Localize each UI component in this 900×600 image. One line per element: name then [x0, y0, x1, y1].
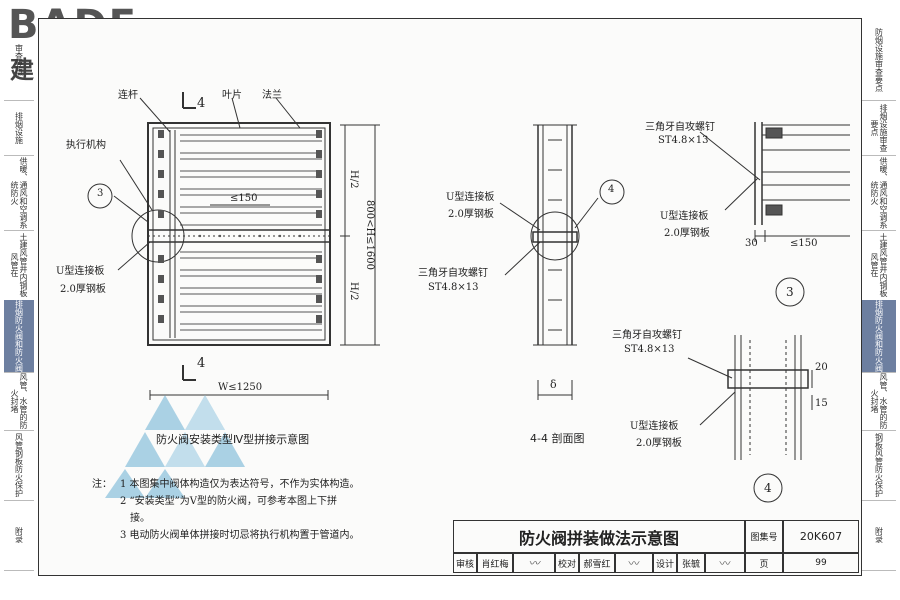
detail3-screw-spec: ST4.8×13: [658, 135, 709, 146]
main-caption: 防火阀安装类型Ⅳ型拼接示意图: [156, 433, 310, 446]
check-label: 校对: [555, 553, 579, 573]
right-tab-2[interactable]: 排烟设施审查要点: [862, 100, 896, 156]
section-mark-bottom: 4: [197, 356, 206, 371]
label-u-plate: U型连接板: [56, 266, 105, 277]
section-mark-top: 4: [197, 96, 206, 111]
left-tab-7[interactable]: 风管钢板防火保护: [4, 430, 34, 501]
detail-ref-3: 3: [97, 188, 104, 199]
reviewer-name: 肖红梅: [477, 553, 513, 573]
left-tab-8[interactable]: 附录: [4, 500, 34, 571]
section-screw-spec: ST4.8×13: [428, 282, 479, 293]
checker-name: 郝雪红: [579, 553, 615, 573]
dim-half-top: H/2: [348, 170, 359, 189]
label-flange: 法兰: [262, 90, 282, 101]
right-tab-6[interactable]: 风管、水管的防火封堵: [862, 372, 896, 431]
detail4-number: 4: [764, 481, 772, 495]
section-screw: 三角牙自攻螺钉: [418, 268, 488, 279]
left-tab-3[interactable]: 供暖、通风和空调系统防火: [4, 155, 34, 231]
note-3: 3 电动防火阀单体拼接时切忌将执行机构置于管道内。: [120, 530, 360, 541]
note-2: 2 “安装类型”为Ⅴ型的防火阀，可参考本图上下拼: [120, 496, 337, 507]
detail3-number: 3: [786, 285, 794, 299]
detail3-dim-30: 30: [745, 238, 758, 249]
section-detail-ref: 4: [608, 184, 615, 195]
detail3-u-plate: U型连接板: [660, 211, 709, 222]
label-actuator: 执行机构: [66, 140, 106, 151]
review-label: 审核: [453, 553, 477, 573]
design-label: 设计: [653, 553, 677, 573]
left-tab-2[interactable]: 排烟设施: [4, 100, 34, 156]
right-tab-7[interactable]: 钢板风管防火保护: [862, 430, 896, 501]
designer-signature: 〰: [705, 553, 745, 573]
detail4-dim-20: 20: [815, 362, 828, 373]
notes-prefix: 注：: [92, 479, 112, 490]
atlas-number: 20K607: [783, 520, 859, 553]
label-blade: 叶片: [222, 90, 242, 101]
page-label: 页: [745, 553, 783, 573]
right-tab-3[interactable]: 供暖、通风和空调系统防火: [862, 155, 896, 231]
designer-name: 张毓: [677, 553, 705, 573]
atlas-label: 图集号: [745, 520, 783, 553]
detail4-u-plate: U型连接板: [630, 421, 679, 432]
note-1: 1 本图集中阀体构造仅为表达符号，不作为实体构造。: [120, 479, 360, 490]
page-number: 99: [783, 553, 859, 573]
section-u-plate: U型连接板: [446, 192, 495, 203]
detail3-thickness: 2.0厚钢板: [664, 228, 710, 239]
section-delta: δ: [550, 378, 557, 391]
detail4-screw: 三角牙自攻螺钉: [612, 330, 682, 341]
label-connector: 连杆: [118, 90, 138, 101]
detail3-dim-150: ≤150: [790, 238, 818, 249]
right-tab-5[interactable]: 排烟防火阀和防火阀: [862, 300, 896, 373]
dim-width: W≤1250: [218, 382, 263, 393]
reviewer-signature: 〰: [513, 553, 555, 573]
section-thickness: 2.0厚钢板: [448, 209, 494, 220]
dim-150-main: ≤150: [230, 193, 258, 204]
notes-block: 注： 1 本图集中阀体构造仅为表达符号，不作为实体构造。 2 “安装类型”为Ⅴ型…: [92, 476, 426, 544]
left-tab-1[interactable]: 审查要点: [4, 20, 34, 101]
left-tab-5[interactable]: 排烟防火阀和防火阀: [4, 300, 34, 373]
left-tab-6[interactable]: 风管、水管的防火封堵: [4, 372, 34, 431]
watermark-logo: [105, 395, 245, 498]
detail4-thickness: 2.0厚钢板: [636, 438, 682, 449]
detail3-screw: 三角牙自攻螺钉: [645, 122, 715, 133]
dim-height: 800<H≤1600: [364, 200, 375, 271]
checker-signature: 〰: [615, 553, 653, 573]
label-thickness: 2.0厚钢板: [60, 284, 106, 295]
section-caption: 4-4 剖面图: [530, 432, 585, 445]
detail4-screw-spec: ST4.8×13: [624, 344, 675, 355]
note-2-cont: 接。: [130, 513, 150, 524]
right-tab-8[interactable]: 附录: [862, 500, 896, 571]
right-tab-1[interactable]: 防烟设施审查要点: [862, 20, 896, 101]
dim-half-bottom: H/2: [348, 282, 359, 301]
title-block-title: 防火阀拼装做法示意图: [453, 520, 745, 553]
detail4-dim-15: 15: [815, 398, 828, 409]
title-block: 防火阀拼装做法示意图 图集号 20K607 审核 肖红梅 〰 校对 郝雪红 〰 …: [453, 520, 859, 573]
